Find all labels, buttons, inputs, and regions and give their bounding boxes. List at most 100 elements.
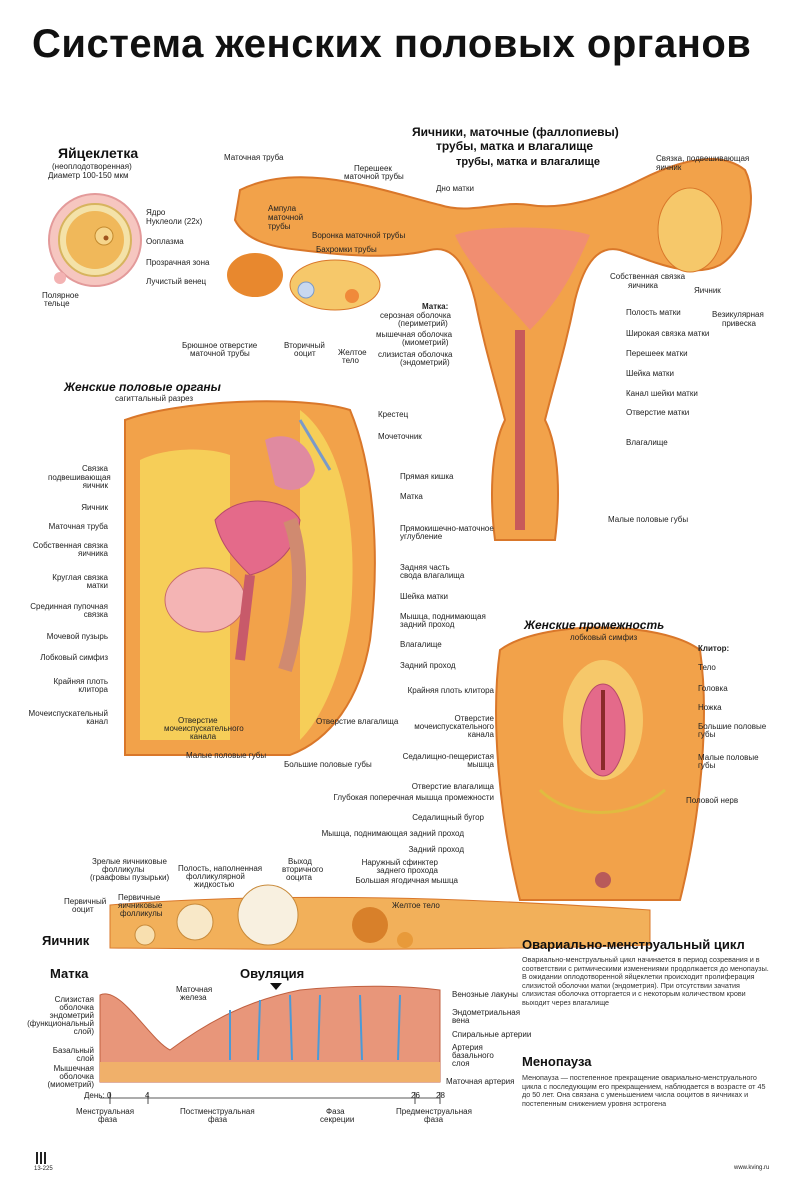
ovary-cycle-illustration [109,884,651,950]
e-label-mucosa-1: Слизистая [54,995,94,1004]
e-label-uterine-art: Маточная артерия [446,1077,515,1086]
egg-label-polar-2: тельце [44,299,70,308]
o-label-primary-follicles-1: Первичные [118,893,161,902]
label-tube: Маточная труба [224,153,284,162]
egg-illustration [48,193,142,287]
label-fimbriae: Бахромки трубы [316,245,377,254]
s-label-ovarian-lig-2: яичника [78,549,108,558]
s-label-symphysis: Лобковый симфиз [40,653,108,662]
p-label-crus: Ножка [698,703,722,712]
e-label-vein-1: Эндометриальная [452,1008,521,1017]
s-label-vaginal-opening: Отверстие влагалища [316,717,399,726]
p-label-majora-2: губы [698,730,716,739]
s-label-sacrum: Крестец [378,410,409,419]
cycle-heading: Овариально-менструальный цикл [522,937,745,952]
label-os: Отверстие матки [626,408,690,417]
s-label-vagina: Влагалище [400,640,442,649]
p-label-symphysis: лобковый симфиз [570,633,638,642]
s-label-median-2: связка [83,610,108,619]
o-label-exit-2: вторичного [282,865,324,874]
label-suspensory-2: яичник [656,163,682,172]
e-label-gland-2: железа [180,993,207,1002]
p-label-urethral-1: Отверстие [454,714,494,723]
e-label-mucosa-4: (функциональный [27,1019,94,1028]
s-label-pouch-2: углубление [400,532,443,541]
s-label-urethral-opening-1: Отверстие [178,716,218,725]
o-label-exit-3: ооцита [286,873,312,882]
e-label-myo-3: (миометрий) [47,1080,94,1089]
e-phase-4-1: Предменструальная [396,1107,472,1116]
s-label-suspensory-1: Связка [81,464,108,473]
e-phase-2-2: фаза [208,1115,228,1124]
sagittal-sub: сагиттальный разрез [115,394,194,403]
p-label-tuber: Седалищный бугор [412,813,484,822]
e-label-days: День: [84,1091,105,1100]
s-label-fornix-1: Задняя часть [400,563,450,572]
s-label-urethra-1: Мочеиспускательный [28,709,108,718]
label-muscle-2: (миометрий) [402,338,449,347]
e-label-basal-art-3: слоя [452,1059,470,1068]
menopause-heading: Менопауза [522,1054,592,1069]
p-label-ischio-1: Седалищно-пещеристая [402,752,494,761]
label-secondary-1: Вторичный [284,341,325,350]
footer-code: 13-225 [34,1166,53,1172]
label-cavity: Полость матки [626,308,681,317]
o-label-mature-1: Зрелые яичниковые [92,857,167,866]
uterus-heading-1: Яичники, маточные (фаллопиевы) [412,125,619,139]
uterus-frontal-illustration [227,158,752,541]
o-label-mature-3: (граафовы пузырьки) [90,873,170,882]
e-day-28: 28 [436,1091,445,1100]
label-vesicular-2: привеска [722,319,756,328]
label-vagina: Влагалище [626,438,668,447]
s-label-uterus: Матка [400,492,423,501]
poster-title: Система женских половых органов [32,22,752,66]
p-label-prepuce: Крайняя плоть клитора [407,686,494,695]
qr-code [36,1152,48,1164]
p-label-ischio-2: мышца [467,760,494,769]
egg-label-ooplasm: Ооплазма [146,237,184,246]
label-cervical-canal: Канал шейки матки [626,389,698,398]
p-label-urethral-2: мочеиспускательного [414,722,494,731]
cycle-text: Овариально-менструальный цикл начинается… [522,955,769,1007]
label-mucosa-1: слизистая оболочка [378,350,453,359]
perineum-heading: Женские промежность [524,618,665,632]
e-phase-1-1: Менструальная [76,1107,135,1116]
p-label-minora-2: губы [698,761,716,770]
s-label-labia-minora: Малые половые губы [186,751,267,760]
e-label-mucosa-5: слой) [73,1027,94,1036]
e-label-gland-1: Маточная [176,985,213,994]
o-label-exit-1: Выход [288,857,312,866]
label-ampulla-1: Ампула [268,204,297,213]
p-label-majora-1: Большие половые [698,722,767,731]
s-label-suspensory-2: подвешивающая [48,473,111,482]
e-label-lacunae: Венозные лакуны [452,990,518,999]
label-broad: Широкая связка матки [626,329,710,338]
p-label-sphincter-1: Наружный сфинктер [361,858,438,867]
label-isthmus-uteri: Перешеек матки [626,349,688,358]
sagittal-heading: Женские половые органы [64,380,221,394]
label-secondary-2: ооцит [294,349,316,358]
label-ampulla-3: трубы [268,222,291,231]
label-ovarian-lig-1: Собственная связка [610,272,686,281]
s-label-urethra-2: канал [86,717,108,726]
e-label-myo-1: Мышечная [53,1064,94,1073]
egg-label-corona: Лучистый венец [146,277,207,286]
footer-site: www.kving.ru [734,1165,770,1171]
p-label-urethral-3: канала [467,730,494,739]
e-label-vein-2: вена [452,1016,470,1025]
e-day-26: 26 [411,1091,420,1100]
s-label-ovary: Яичник [81,503,108,512]
e-phase-3-2: секреции [320,1115,355,1124]
endometrium-illustration [99,983,441,1104]
s-label-rectum: Прямая кишка [400,472,454,481]
label-suspensory-1: Связка, подвешивающая [656,154,750,163]
p-label-levator: Мышца, поднимающая задний проход [321,829,464,838]
label-ovarian-lig-2: яичника [628,281,658,290]
s-label-suspensory-3: яичник [82,481,108,490]
uterus-heading-2: трубы, матка и влагалище [436,139,594,153]
egg-label-nucleus: Ядро [146,208,166,217]
e-label-basal-1: Базальный [52,1046,94,1055]
p-label-sphincter-2: заднего прохода [376,866,438,875]
o-label-cavity-2: фолликулярной [186,872,245,881]
o-label-primary-oocyte-1: Первичный [64,897,107,906]
